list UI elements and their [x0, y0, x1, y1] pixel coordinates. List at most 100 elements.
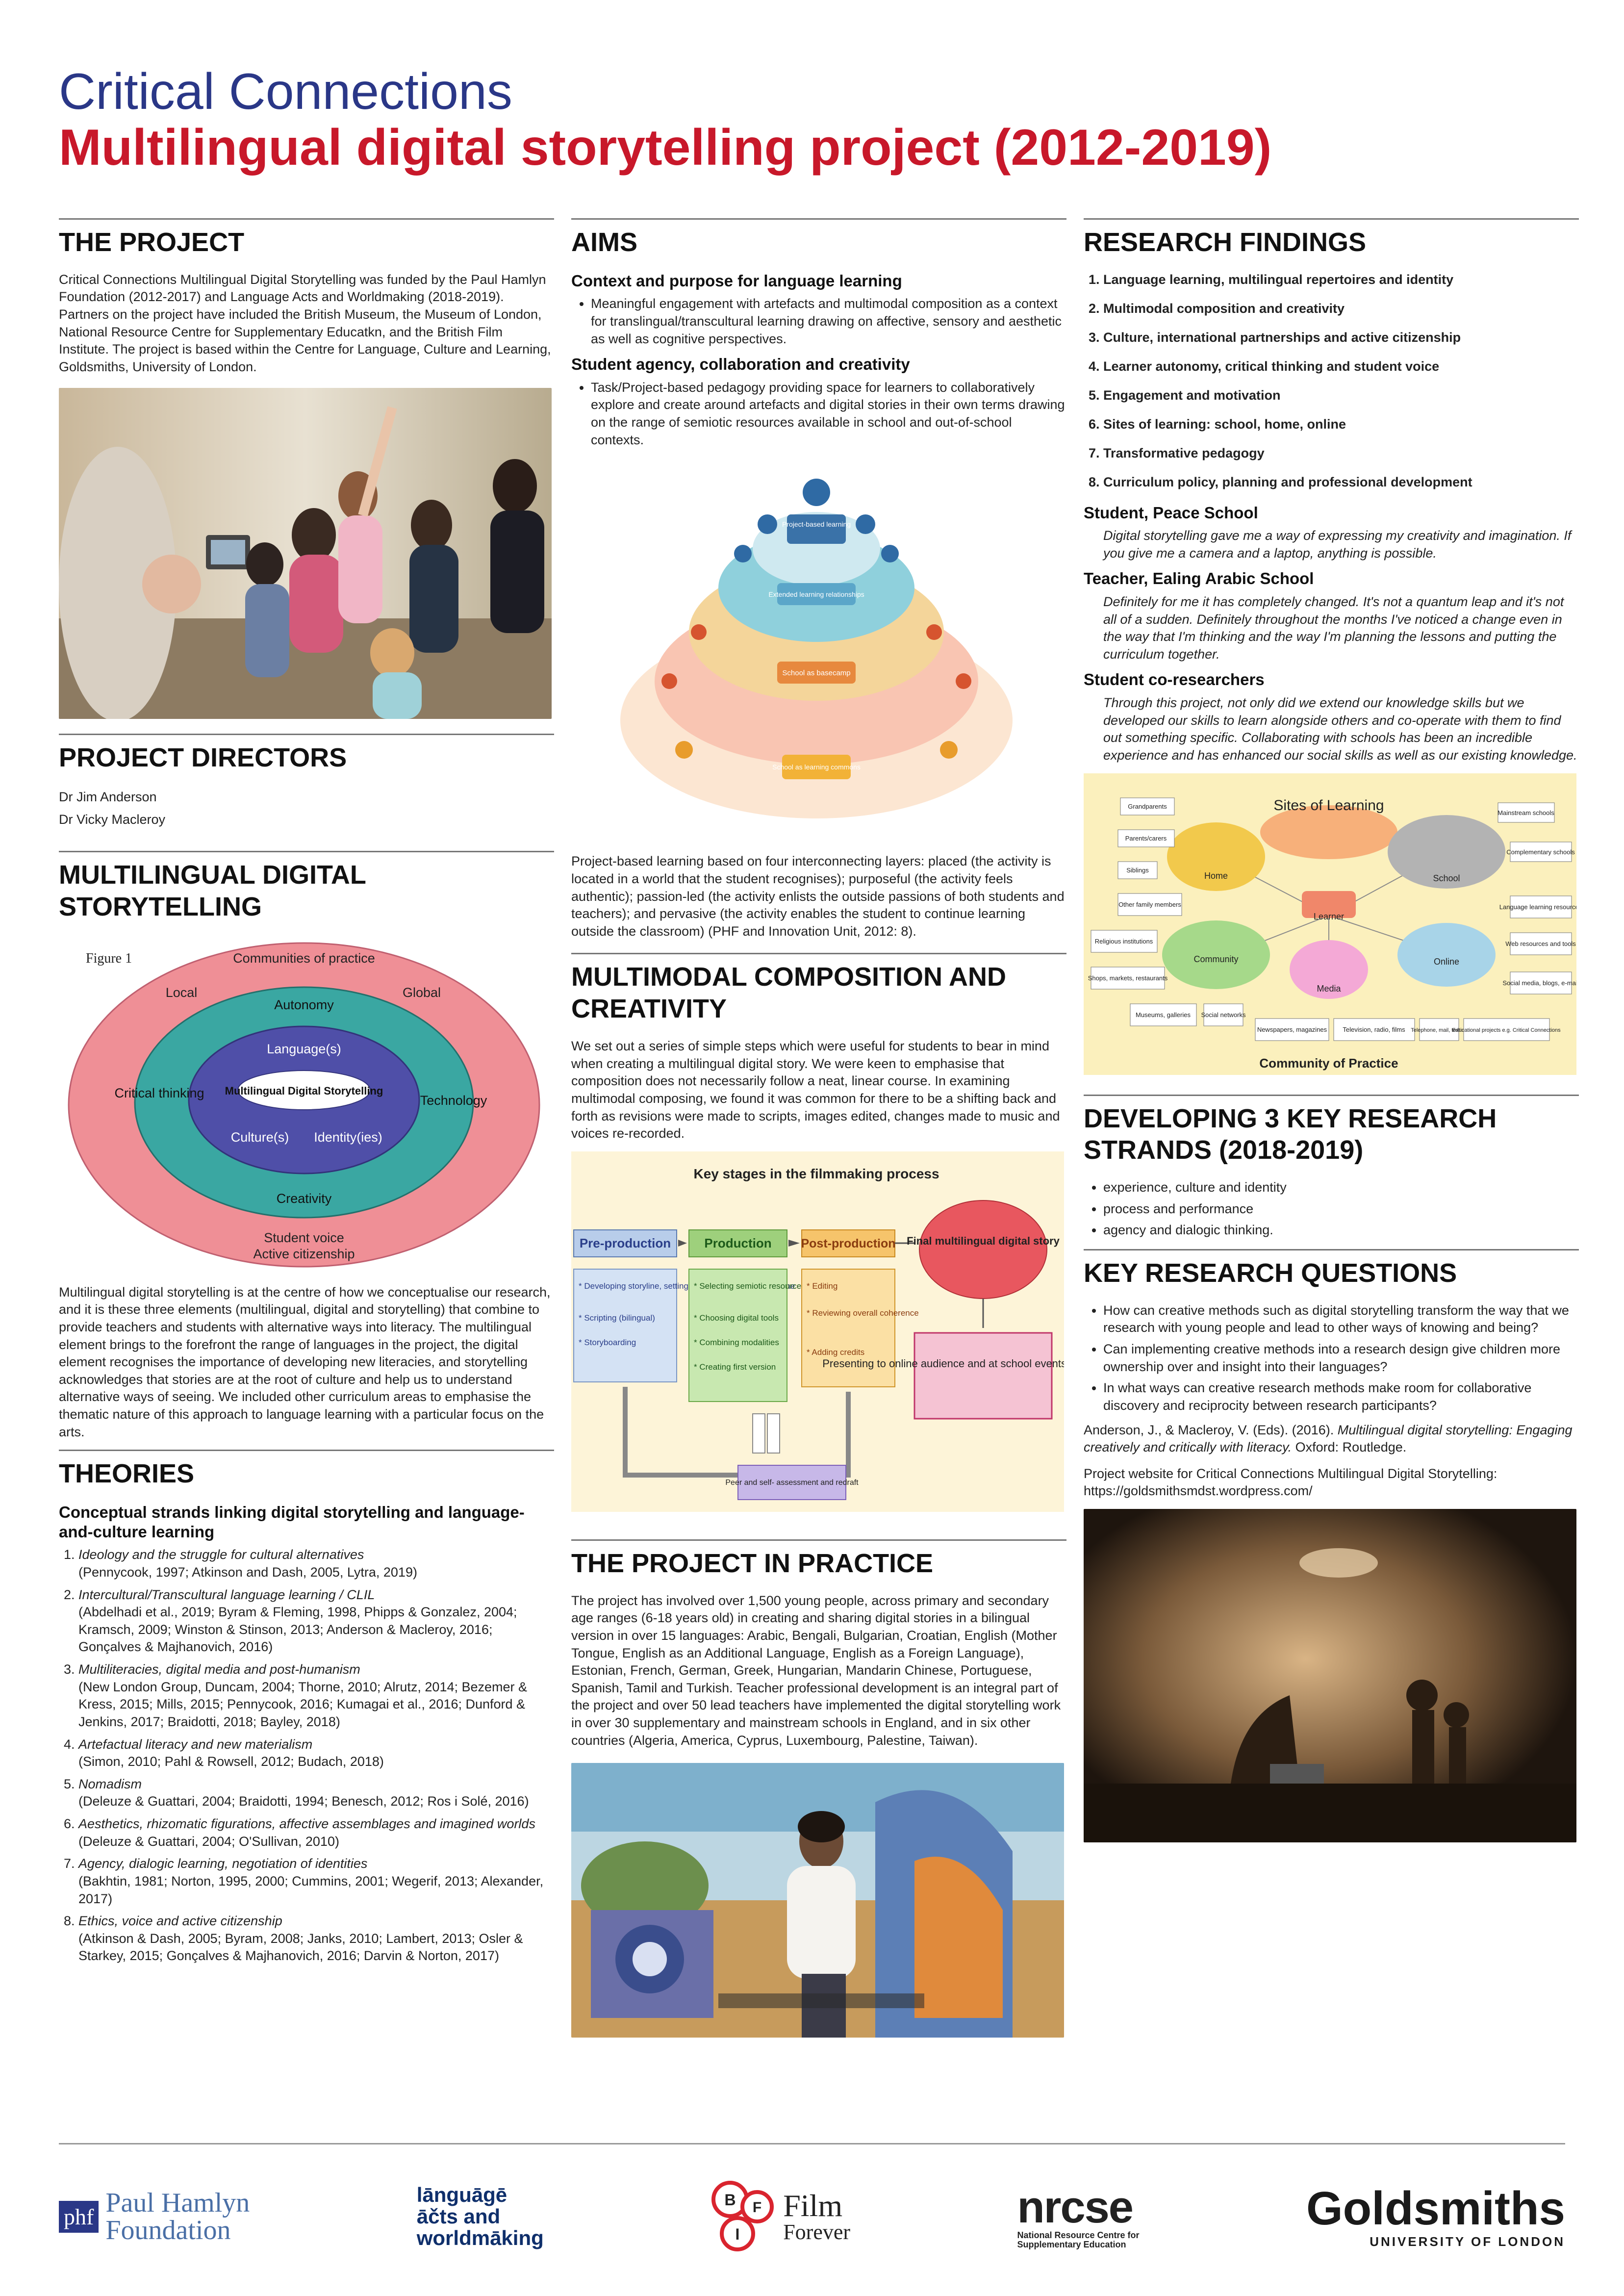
divider: [571, 218, 1066, 220]
book-reference: Anderson, J., & Macleroy, V. (Eds). (201…: [1084, 1422, 1573, 1455]
peer-label: Peer and self- assessment and redraft: [725, 1479, 859, 1487]
divider: [59, 851, 554, 853]
hub-label: Media: [1317, 984, 1341, 994]
bfi-letter: F: [753, 2199, 761, 2216]
mds-label: Active citizenship: [253, 1247, 355, 1261]
hub-label: Home: [1204, 871, 1228, 881]
stage-item: * Storyboarding: [579, 1338, 636, 1347]
leaf-label: Siblings: [1126, 867, 1149, 874]
partner-logos: phf Paul Hamlyn Foundation lānguāgē āčts…: [59, 2168, 1565, 2266]
mural-photo: [571, 1763, 1064, 2038]
list-item: Sites of learning: school, home, online: [1103, 416, 1579, 433]
divider: [1084, 1249, 1579, 1251]
list-item: Task/Project-based pedagogy providing sp…: [591, 379, 1066, 449]
mds-label: Identity(ies): [314, 1130, 382, 1145]
list-item: Ethics, voice and active citizenship(Atk…: [78, 1913, 554, 1965]
list-item: Nomadism(Deleuze & Guattari, 2004; Braid…: [78, 1776, 554, 1811]
mds-label: Student voice: [264, 1230, 344, 1245]
practice-text: The project has involved over 1,500 youn…: [571, 1593, 1061, 1748]
aims-subheading: Student agency, collaboration and creati…: [571, 355, 910, 374]
list-item: Transformative pedagogy: [1103, 445, 1579, 462]
mds-label: Communities of practice: [233, 951, 375, 966]
mds-diagram: Figure 1 Communities of practice Local G…: [59, 936, 552, 1274]
hub-label: Community: [1193, 954, 1238, 964]
list-item: Meaningful engagement with artefacts and…: [591, 295, 1066, 348]
phf-mark: phf: [59, 2200, 99, 2233]
column-left: THE PROJECT Critical Connections Multili…: [59, 218, 554, 1970]
leaf-label: Social networks: [1201, 1011, 1246, 1019]
leaf-label: Educational projects e.g. Critical Conne…: [1452, 1027, 1561, 1033]
divider: [59, 733, 554, 735]
logo-text: lānguāgē: [416, 2183, 508, 2206]
quote-source: Teacher, Ealing Arabic School: [1084, 569, 1314, 588]
layer-label: School as learning commons: [772, 763, 861, 771]
quote-text: Digital storytelling gave me a way of ex…: [1103, 528, 1572, 561]
stage-item: * Creating first version: [694, 1362, 776, 1372]
layer-label: Project-based learning: [782, 520, 851, 528]
nrcse-logo: nrcse National Resource Centre for Suppl…: [1017, 2184, 1139, 2249]
bfi-logo: B F I Film Forever: [710, 2180, 850, 2253]
multimodal-text: We set out a series of simple steps whic…: [571, 1039, 1060, 1141]
language-acts-logo: lānguāgē āčts and worldmāking: [417, 2184, 544, 2249]
logo-text: Film: [783, 2188, 843, 2223]
mds-label: Technology: [420, 1093, 487, 1108]
project-website: Project website for Critical Connections…: [1084, 1466, 1497, 1499]
layer-label: Extended learning relationships: [768, 590, 864, 598]
practice-heading: THE PROJECT IN PRACTICE: [571, 1548, 934, 1578]
bfi-letter: I: [736, 2225, 740, 2243]
quote-source: Student, Peace School: [1084, 503, 1258, 522]
director-name: Dr Vicky Macleroy: [59, 812, 166, 827]
divider: [571, 953, 1066, 955]
column-middle: AIMS Context and purpose for language le…: [571, 218, 1144, 2038]
bfi-letter: B: [725, 2191, 736, 2209]
list-item: In what ways can creative research metho…: [1103, 1379, 1579, 1414]
flowchart-title: Key stages in the filmmaking process: [693, 1166, 939, 1181]
directors-list: Dr Jim Anderson Dr Vicky Macleroy: [59, 786, 554, 831]
hub-label: School: [1433, 873, 1460, 883]
figure-label: Figure 1: [86, 951, 132, 966]
leaf-label: Shops, markets, restaurants: [1088, 974, 1168, 982]
mds-core-label: Multilingual Digital Storytelling: [225, 1085, 383, 1097]
mds-label: Local: [166, 985, 198, 1000]
multimodal-heading: MULTIMODAL COMPOSITION AND CREATIVITY: [571, 962, 1006, 1024]
list-item: agency and dialogic thinking.: [1103, 1222, 1579, 1239]
hub-label: Online: [1434, 957, 1459, 967]
aims-list: Task/Project-based pedagogy providing sp…: [571, 379, 1066, 449]
list-item: Engagement and motivation: [1103, 387, 1579, 404]
classroom-photo: [59, 387, 552, 719]
logo-text: Paul Hamlyn: [105, 2188, 250, 2218]
bfi-mark: B F I: [711, 2181, 774, 2251]
community-of-practice-label: Community of Practice: [1259, 1056, 1398, 1071]
questions-list: How can creative methods such as digital…: [1084, 1302, 1579, 1415]
leaf-label: Other family members: [1118, 901, 1181, 908]
logo-text: nrcse: [1017, 2182, 1134, 2232]
website-link[interactable]: https://goldsmithsmdst.wordpress.com/: [1084, 1483, 1313, 1499]
list-item: process and performance: [1103, 1200, 1579, 1218]
leaf-label: Television, radio, films: [1343, 1026, 1405, 1033]
stage-item: * Reviewing overall coherence: [807, 1308, 919, 1318]
aims-subheading: Context and purpose for language learnin…: [571, 271, 902, 290]
logo-text: Foundation: [105, 2215, 231, 2245]
divider: [59, 1450, 554, 1452]
strands-list: experience, culture and identity process…: [1084, 1179, 1579, 1239]
list-item: experience, culture and identity: [1103, 1179, 1579, 1197]
sites-title: Sites of Learning: [1273, 797, 1384, 814]
sites-of-learning-diagram: Sites of Learning Home School Learner Co…: [1084, 773, 1582, 1075]
mds-label: Critical thinking: [114, 1086, 204, 1100]
theories-heading: THEORIES: [59, 1459, 195, 1489]
theories-subheading: Conceptual strands linking digital story…: [59, 1503, 525, 1541]
list-item: Language learning, multilingual repertoi…: [1103, 271, 1579, 288]
leaf-label: Social media, blogs, e-mail: [1502, 979, 1576, 987]
logo-text: āčts and: [416, 2204, 501, 2228]
logo-text: worldmāking: [416, 2226, 544, 2250]
leaf-label: Web resources and tools: [1505, 940, 1576, 947]
list-item: Aesthetics, rhizomatic figurations, affe…: [78, 1815, 554, 1850]
leaf-label: Parents/carers: [1125, 835, 1167, 842]
theories-list: Ideology and the struggle for cultural a…: [59, 1546, 554, 1965]
list-item: Agency, dialogic learning, negotiation o…: [78, 1855, 554, 1908]
presenting-label: Presenting to online audience and at sch…: [822, 1357, 1064, 1370]
poster-title-line1: Critical Connections: [59, 63, 512, 120]
leaf-label: Museums, galleries: [1136, 1011, 1191, 1019]
leaf-label: Religious institutions: [1095, 938, 1153, 945]
list-item: Curriculum policy, planning and professi…: [1103, 474, 1579, 491]
